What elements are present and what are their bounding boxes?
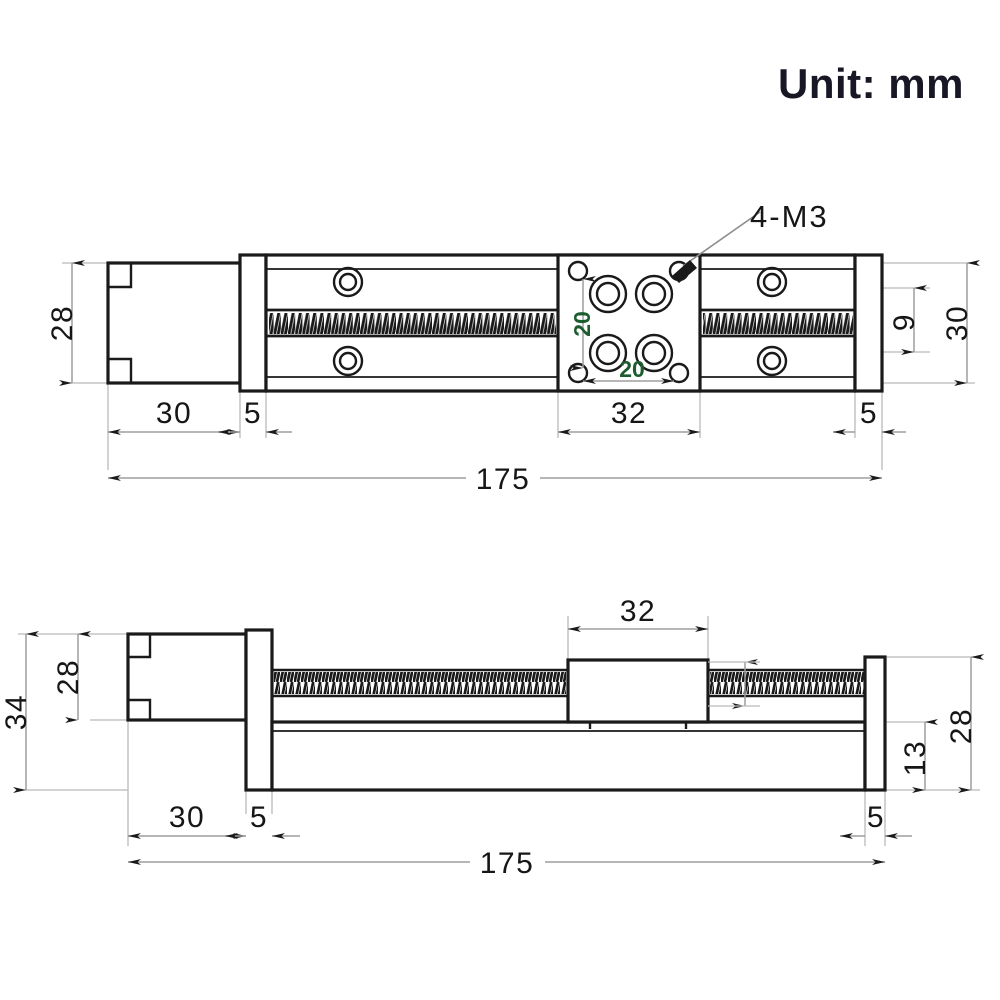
- dim-side-motor-length: 30: [128, 801, 246, 839]
- side-view-base-rail: [270, 720, 867, 792]
- dim-carriage-pitch-horizontal-label: 20: [619, 356, 645, 382]
- dim-top-overall-length-label: 175: [476, 463, 531, 496]
- dim-side-end-cap-right-label: 5: [867, 801, 885, 834]
- dim-side-overall-height-label: 34: [0, 694, 33, 730]
- top-view-rail-hole-right-lower: [756, 345, 788, 377]
- thread-callout-leader: [672, 211, 761, 283]
- m3-hole-bottom-left: [567, 362, 589, 384]
- thread-callout-label: 4-M3: [750, 199, 829, 234]
- unit-note: Unit: mm: [778, 60, 964, 107]
- dim-top-motor-length-label: 30: [156, 397, 192, 430]
- dim-side-motor-height: 28: [52, 631, 91, 723]
- top-view-rail-hole-left-lower: [332, 345, 364, 377]
- m3-hole-top-left: [567, 260, 589, 282]
- dim-side-overall-length: 175: [128, 847, 885, 880]
- dim-side-end-cap-right: 5: [840, 801, 912, 839]
- dim-top-end-cap-left: 5: [218, 397, 292, 435]
- dim-side-end-cap-left: 5: [225, 801, 300, 839]
- dim-top-rail-offset-label: 9: [888, 313, 921, 331]
- top-view-lead-screw: [266, 308, 855, 338]
- top-view: 4-M3 28 9 30 30: [46, 199, 980, 496]
- dim-side-motor-height-label: 28: [52, 659, 85, 695]
- top-view-rail-hole-left-upper: [332, 266, 364, 298]
- dim-top-overall-length: 175: [108, 463, 882, 496]
- dim-top-motor-length: 30: [108, 397, 240, 435]
- top-view-rail-hole-right-upper: [756, 266, 788, 298]
- side-view-carriage: [566, 658, 710, 729]
- side-view-right-bracket: [863, 655, 887, 792]
- dim-top-carriage-width: 32: [558, 397, 700, 435]
- dim-side-overall-length-label: 175: [480, 847, 535, 880]
- dim-top-end-cap-left-label: 5: [244, 397, 262, 430]
- dim-side-base-height: 13: [899, 719, 938, 793]
- top-view-motor-body: [106, 261, 242, 385]
- carriage-bore-top-left: [588, 274, 628, 314]
- side-view: 34 28 13 28 32: [0, 595, 984, 880]
- dim-side-motor-length-label: 30: [169, 801, 205, 834]
- dim-side-base-height-label: 13: [899, 740, 932, 776]
- dim-side-overall-height: 34: [0, 631, 39, 793]
- dim-side-carriage-width: 32: [568, 595, 708, 632]
- m3-hole-bottom-right: [668, 362, 690, 384]
- dim-carriage-pitch-vertical-label: 20: [569, 311, 595, 337]
- dim-top-end-cap-right: 5: [833, 397, 906, 435]
- dim-carriage-pitch-vertical: 20: [569, 276, 596, 371]
- carriage-bore-top-right: [634, 274, 674, 314]
- carriage-bore-bottom-right: [634, 333, 674, 373]
- dim-top-carriage-width-label: 32: [611, 397, 647, 430]
- dim-top-rail-offset: 9: [888, 285, 927, 355]
- dim-top-motor-height: 28: [46, 260, 85, 386]
- side-view-motor-body: [126, 632, 248, 722]
- dim-carriage-pitch-horizontal: 20: [583, 356, 674, 384]
- dim-side-screw-diameter: [708, 659, 760, 709]
- dim-top-overall-height: 30: [941, 260, 980, 386]
- dim-side-body-height-label: 28: [945, 708, 978, 744]
- side-view-left-bracket: [244, 628, 274, 792]
- dim-top-overall-height-label: 30: [941, 305, 974, 341]
- dim-top-motor-height-label: 28: [46, 305, 79, 341]
- dim-side-carriage-width-label: 32: [620, 595, 656, 628]
- top-view-right-end-cap: [853, 253, 884, 393]
- dim-top-end-cap-right-label: 5: [860, 397, 878, 430]
- top-view-left-end-cap: [238, 253, 268, 393]
- dim-side-body-height: 28: [945, 654, 984, 793]
- dim-side-end-cap-left-label: 5: [250, 801, 268, 834]
